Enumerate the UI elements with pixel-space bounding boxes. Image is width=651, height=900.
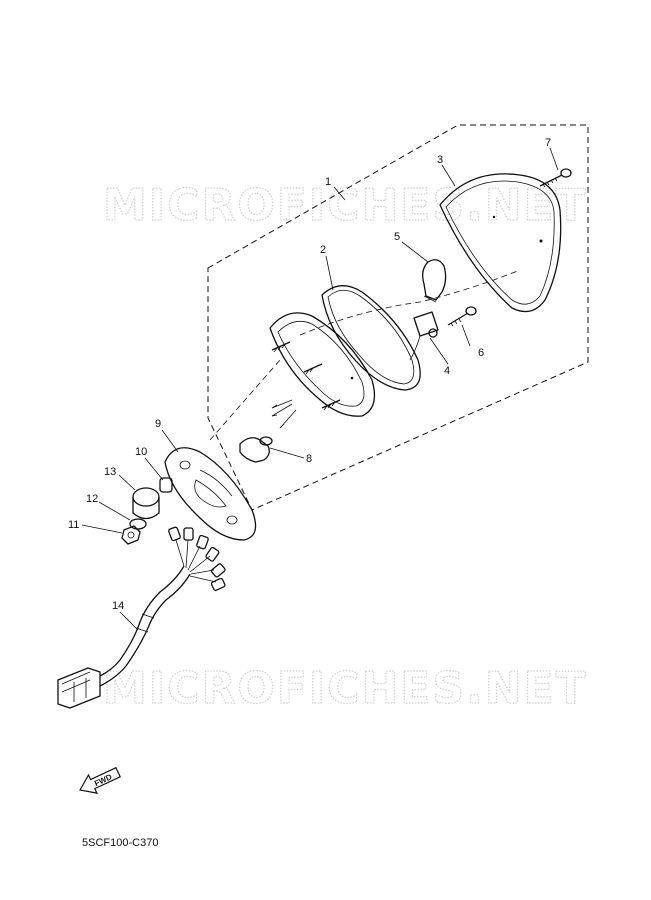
callout-8: 8	[306, 453, 312, 465]
screw-part-7	[539, 168, 572, 188]
grommet-part-8	[239, 436, 273, 463]
callouts: 1 2 3 4 5 6 7 8 9 10 11 12 13 14	[68, 137, 551, 612]
callout-12: 12	[86, 493, 98, 505]
socket-part-4	[409, 311, 439, 361]
spacer-part-10	[159, 477, 173, 493]
callout-14: 14	[112, 600, 124, 612]
wire-harness-part-14	[57, 526, 226, 709]
base-plate-part-9	[164, 447, 257, 541]
fwd-arrow-icon: FWD	[79, 766, 121, 794]
leader-lines	[81, 147, 559, 631]
callout-11: 11	[68, 519, 79, 531]
gasket-part-2	[321, 285, 421, 391]
watermark-bottom: MICROFICHES.NET	[103, 663, 588, 714]
callout-13: 13	[104, 466, 116, 478]
bulb-part-5	[422, 259, 447, 303]
fwd-label: FWD	[93, 772, 114, 788]
callout-6: 6	[478, 347, 484, 359]
washer-part-12	[129, 518, 147, 530]
watermark-top: MICROFICHES.NET	[103, 180, 588, 231]
callout-10: 10	[135, 446, 147, 458]
diagram-code: 5SCF100-C370	[82, 837, 159, 849]
callout-9: 9	[155, 418, 161, 430]
assembly-boundary	[207, 124, 589, 511]
housing	[269, 312, 376, 429]
callout-4: 4	[444, 365, 450, 377]
callout-1: 1	[325, 176, 331, 188]
callout-5: 5	[394, 231, 400, 243]
callout-3: 3	[437, 154, 443, 166]
callout-2: 2	[320, 244, 326, 256]
damper-part-13	[132, 487, 160, 520]
screw-part-6	[447, 306, 477, 327]
lens-part-3	[439, 173, 562, 313]
nut-part-11	[121, 525, 141, 545]
callout-7: 7	[545, 137, 551, 149]
